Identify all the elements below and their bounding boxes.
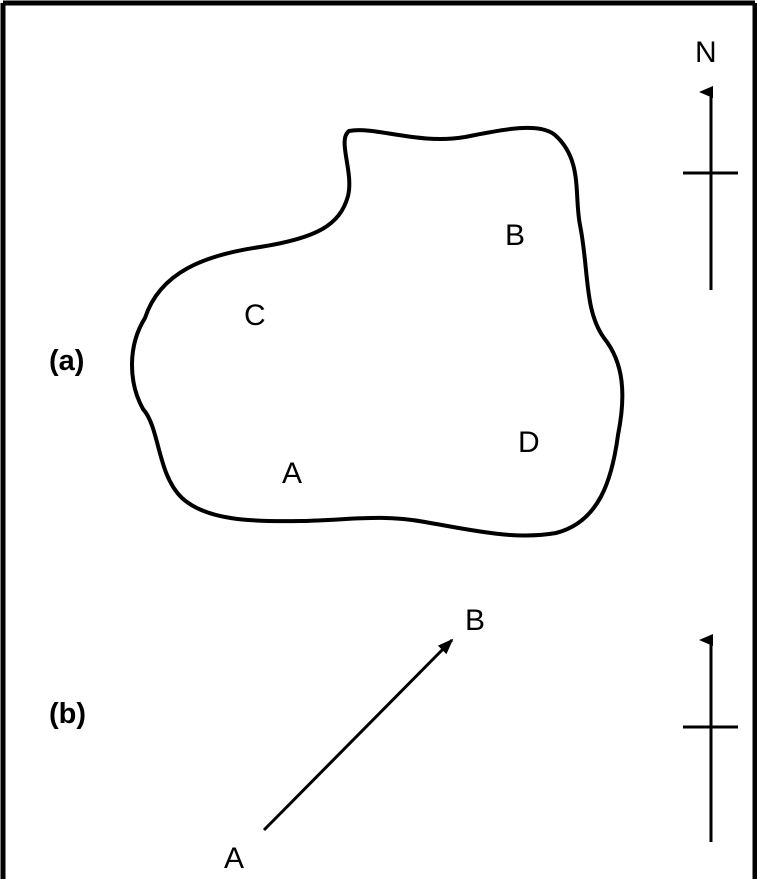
direction-arrow-icon [262, 638, 454, 832]
arrow-start-a-label: A [224, 842, 244, 875]
point-a-label: A [282, 457, 302, 490]
arrow-end-b-label: B [465, 604, 485, 637]
part-a-label: (a) [49, 345, 84, 377]
part-b-label: (b) [49, 698, 86, 730]
north-arrow-icon [683, 86, 738, 290]
point-d-label: D [518, 426, 540, 459]
point-c-label: C [244, 299, 266, 332]
point-b-label: B [505, 219, 525, 252]
region-outline [130, 125, 625, 538]
north-arrow-icon [683, 634, 738, 842]
north-label: N [695, 36, 717, 69]
